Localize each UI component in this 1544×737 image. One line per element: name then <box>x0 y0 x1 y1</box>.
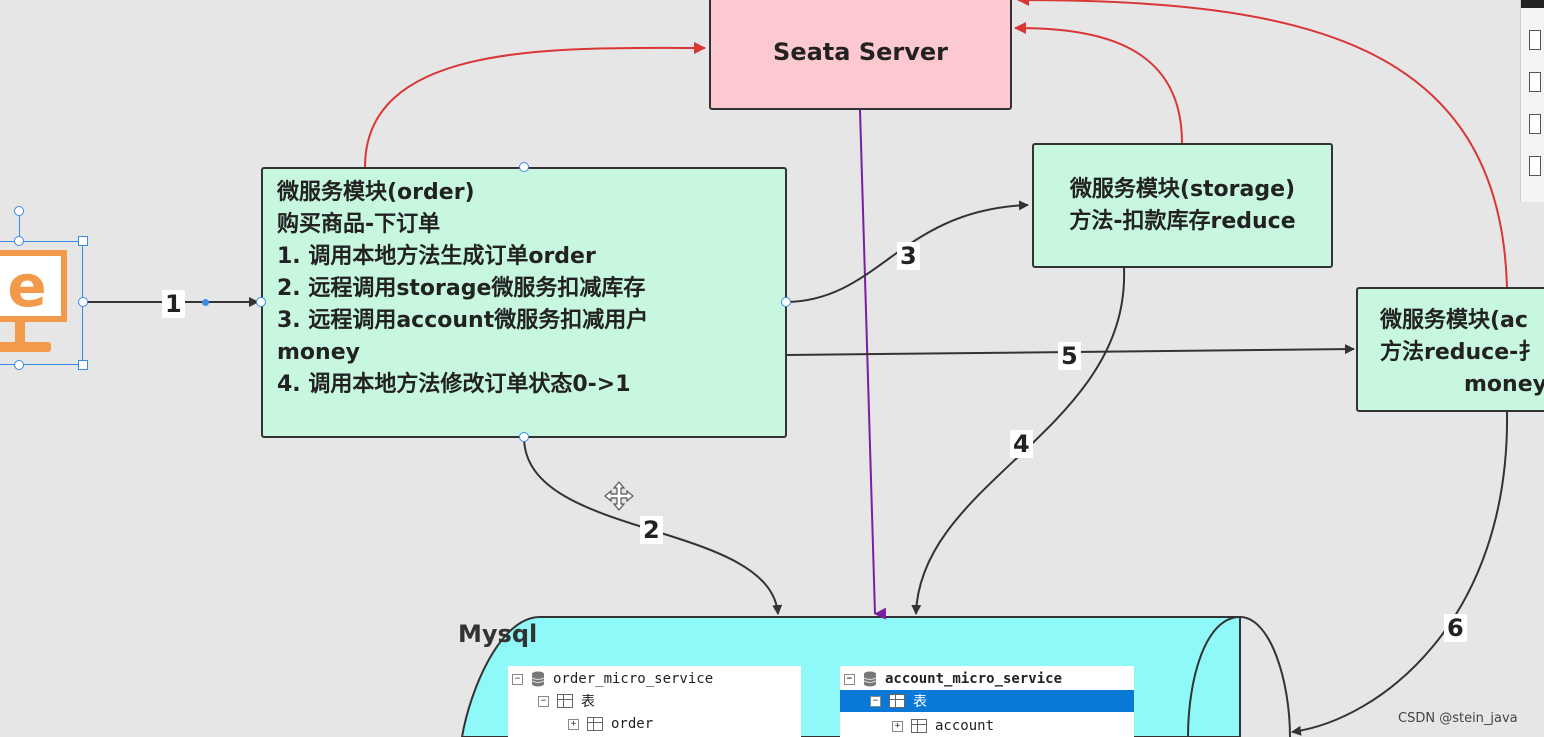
order-line-3: 1. 调用本地方法生成订单order <box>277 244 596 269</box>
resize-handle-bottom-right[interactable] <box>78 360 88 370</box>
collapse-icon[interactable]: − <box>844 673 855 685</box>
account-line-3: money <box>1464 372 1544 397</box>
tree-row-table[interactable]: + order <box>568 713 653 735</box>
database-icon <box>863 671 877 687</box>
edge-6 <box>1291 411 1509 736</box>
logo-stand <box>15 322 25 344</box>
order-line-4: 2. 远程调用storage微服务扣减库存 <box>277 276 646 301</box>
mysql-label: Mysql <box>458 620 538 648</box>
table-group-label: 表 <box>913 694 927 710</box>
tree-row-db[interactable]: − account_micro_service <box>844 668 1062 690</box>
resize-handle-bottom[interactable] <box>14 360 24 370</box>
account-line-2: 方法reduce-扌 <box>1380 340 1541 365</box>
connection-point-bottom[interactable] <box>519 432 529 442</box>
resize-handle-top[interactable] <box>14 236 24 246</box>
right-toolbar <box>1520 0 1544 202</box>
tree-row-group-selected[interactable]: − 表 <box>840 690 1134 712</box>
edge-label-3: 3 <box>897 242 920 270</box>
toolbar-button-1[interactable] <box>1529 30 1541 50</box>
edge-waypoint[interactable] <box>202 299 209 306</box>
mysql-cylinder-end <box>1187 616 1291 737</box>
expand-icon[interactable]: + <box>892 720 903 732</box>
storage-line-2: 方法-扣款库存reduce <box>1069 208 1296 234</box>
table-name: order <box>611 716 654 732</box>
edge-label-6: 6 <box>1444 614 1467 642</box>
account-line-1: 微服务模块(ac <box>1380 308 1528 333</box>
storage-line-1: 微服务模块(storage) <box>1069 176 1296 202</box>
order-line-1: 微服务模块(order) <box>277 180 475 205</box>
account-service-node[interactable]: 微服务模块(ac 方法reduce-扌 money <box>1356 287 1544 412</box>
edge-storage-to-seata <box>1014 22 1183 144</box>
db-name: account_micro_service <box>885 671 1063 687</box>
collapse-icon[interactable]: − <box>512 673 523 685</box>
connection-point-left[interactable] <box>256 297 266 307</box>
edge-label-5: 5 <box>1058 342 1081 370</box>
order-service-node[interactable]: 微服务模块(order) 购买商品-下订单 1. 调用本地方法生成订单order… <box>261 167 787 438</box>
edge-order-to-seata <box>364 41 706 168</box>
edge-label-1: 1 <box>162 290 185 318</box>
seata-server-node[interactable]: Seata Server <box>709 0 1012 110</box>
table-name: account <box>935 718 995 734</box>
toolbar-button-3[interactable] <box>1529 114 1541 134</box>
table-icon <box>587 717 603 731</box>
tree-row-table[interactable]: + account <box>892 715 994 737</box>
logo-glyph: e <box>7 252 47 320</box>
seata-server-label: Seata Server <box>773 38 948 66</box>
table-group-icon <box>889 694 905 708</box>
edge-label-2: 2 <box>640 516 663 544</box>
table-icon <box>911 719 927 733</box>
toolbar-button-2[interactable] <box>1529 72 1541 92</box>
selected-shape[interactable]: e <box>0 241 83 365</box>
order-line-2: 购买商品-下订单 <box>277 212 441 237</box>
expand-icon[interactable]: + <box>568 718 579 730</box>
collapse-icon[interactable]: − <box>870 695 881 707</box>
order-db-tree-panel: − order_micro_service − 表 + order <box>508 666 801 737</box>
order-line-6: money <box>277 340 360 365</box>
toolbar-button-4[interactable] <box>1529 156 1541 176</box>
table-group-icon <box>557 694 573 708</box>
edge-3 <box>786 200 1029 303</box>
resize-handle-top-right[interactable] <box>78 236 88 246</box>
resize-handle-right[interactable] <box>78 297 88 307</box>
table-group-label: 表 <box>581 694 595 710</box>
edge-label-4: 4 <box>1010 430 1033 458</box>
account-db-tree-panel: − account_micro_service − 表 + account <box>840 666 1134 737</box>
storage-service-node[interactable]: 微服务模块(storage) 方法-扣款库存reduce <box>1032 143 1333 268</box>
logo-icon: e <box>0 250 67 322</box>
toolbar-top-bar <box>1521 0 1544 8</box>
collapse-icon[interactable]: − <box>538 695 549 707</box>
db-name: order_micro_service <box>553 671 714 687</box>
database-icon <box>531 671 545 687</box>
rotate-handle-line <box>19 216 20 240</box>
tree-row-group[interactable]: − 表 <box>538 690 595 712</box>
connection-point-right[interactable] <box>781 297 791 307</box>
watermark: CSDN @stein_java <box>1398 711 1518 726</box>
order-line-5: 3. 远程调用account微服务扣减用户 <box>277 308 649 333</box>
tree-row-db[interactable]: − order_micro_service <box>512 668 713 690</box>
connection-point-top[interactable] <box>519 162 529 172</box>
rotate-handle[interactable] <box>14 206 24 216</box>
edge-account-to-seata <box>1017 0 1508 288</box>
logo-base <box>0 342 51 352</box>
order-line-7: 4. 调用本地方法修改订单状态0->1 <box>277 372 631 397</box>
edge-seata-to-mysql <box>859 109 887 620</box>
move-cursor-icon <box>603 480 635 512</box>
